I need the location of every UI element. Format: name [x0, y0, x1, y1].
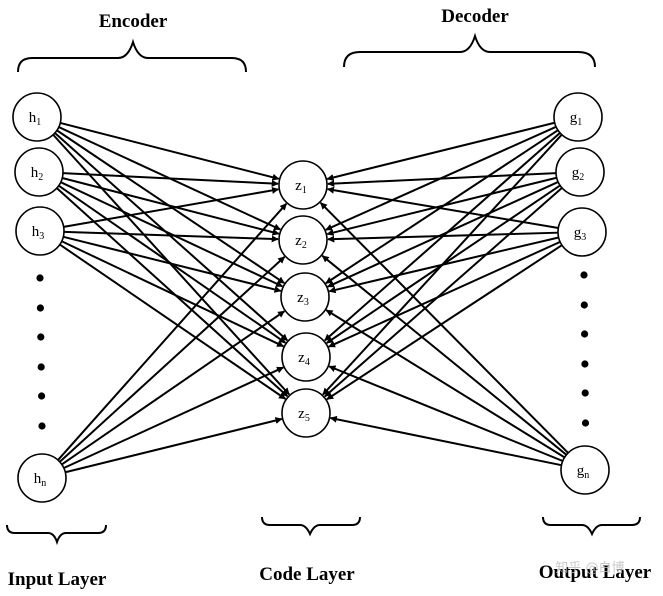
- decoder-title: Decoder: [441, 6, 509, 27]
- node-label: z1: [295, 178, 307, 196]
- node-circle: [555, 147, 605, 197]
- edge-g2-z3: [327, 181, 559, 288]
- ellipsis-dot-left: [38, 422, 46, 430]
- edge-g3-z3: [328, 236, 559, 294]
- edge-gn-z4: [328, 365, 564, 462]
- ellipsis-dot-right: [581, 330, 589, 338]
- ellipsis-dot-right: [581, 360, 589, 368]
- node-z1: z1: [278, 160, 328, 210]
- node-circle: [15, 206, 65, 256]
- edge-g3-z2: [327, 231, 559, 243]
- node-z5: z5: [281, 388, 331, 438]
- node-z2: z2: [278, 215, 328, 265]
- edge-hn-z2: [59, 256, 286, 463]
- watermark: 知乎 @白博: [555, 560, 624, 576]
- decoder-brace: [343, 32, 596, 68]
- ellipsis-dot-left: [36, 274, 44, 282]
- ellipsis-dot-right: [580, 301, 588, 309]
- ellipsis-dot-left: [36, 304, 45, 312]
- edge-h3-z2: [63, 230, 279, 243]
- ellipsis-dot-right: [580, 271, 588, 279]
- code-layer-label: Code Layer: [259, 564, 355, 585]
- edge-h2-z3: [60, 181, 284, 288]
- edge-h2-z5: [56, 187, 289, 397]
- node-circle: [14, 147, 64, 197]
- ellipsis-dot-left: [37, 363, 45, 371]
- node-g1: g1: [553, 92, 603, 142]
- edge-g3-z1: [326, 186, 559, 229]
- node-label: z2: [295, 233, 307, 251]
- edge-g2-z5: [324, 187, 563, 398]
- code-layer-brace: [261, 516, 361, 537]
- node-h1: h1: [12, 92, 62, 142]
- edge-hn-z5: [65, 417, 283, 474]
- node-hn: hn: [17, 453, 67, 503]
- ellipsis-dot-left: [38, 392, 46, 400]
- edge-h2-z2: [61, 177, 280, 236]
- node-g3: g3: [557, 207, 607, 257]
- edge-h3-z4: [61, 240, 285, 348]
- node-gn: gn: [560, 445, 610, 495]
- node-circle: [560, 445, 610, 495]
- node-circle: [281, 388, 331, 438]
- node-circle: [278, 160, 328, 210]
- edge-gn-z3: [325, 309, 566, 459]
- node-circle: [12, 92, 62, 142]
- node-label: z3: [297, 290, 309, 308]
- node-label: z5: [298, 406, 310, 424]
- edge-h3-z1: [63, 186, 280, 228]
- input-layer-brace: [6, 524, 107, 546]
- output-layer-brace: [542, 516, 641, 537]
- ellipsis-dot-right: [581, 419, 590, 427]
- ellipsis-dot-left: [37, 333, 45, 341]
- edge-gn-z2: [321, 255, 568, 456]
- node-circle: [17, 453, 67, 503]
- edge-g3-z5: [326, 244, 563, 401]
- node-circle: [278, 215, 328, 265]
- edge-hn-z1: [57, 203, 288, 461]
- edge-g2-z1: [327, 172, 557, 188]
- encoder-brace: [17, 38, 247, 73]
- edge-h3-z3: [63, 235, 282, 293]
- input-layer-label: Input Layer: [8, 569, 107, 590]
- edge-h3-z5: [59, 243, 286, 400]
- edge-h1-z4: [54, 132, 289, 342]
- ellipsis-dot-right: [581, 389, 589, 397]
- node-circle: [553, 92, 603, 142]
- edge-g3-z4: [328, 240, 561, 348]
- edge-gn-z5: [329, 415, 562, 467]
- node-label: z4: [298, 350, 310, 368]
- node-circle: [557, 207, 607, 257]
- edge-g1-z1: [326, 121, 555, 181]
- edge-g2-z2: [326, 176, 557, 236]
- node-z3: z3: [280, 272, 330, 322]
- node-circle: [280, 272, 330, 322]
- edge-h2-z1: [62, 172, 279, 187]
- edge-h1-z1: [60, 121, 280, 181]
- edge-gn-z1: [319, 202, 569, 454]
- node-h3: h3: [15, 206, 65, 256]
- edge-hn-z4: [63, 366, 284, 469]
- encoder-title: Encoder: [99, 11, 168, 32]
- output-layer-label: Output Layer: [539, 562, 652, 583]
- edge-hn-z3: [61, 310, 285, 466]
- node-circle: [281, 332, 331, 382]
- node-z4: z4: [281, 332, 331, 382]
- node-h2: h2: [14, 147, 64, 197]
- node-g2: g2: [555, 147, 605, 197]
